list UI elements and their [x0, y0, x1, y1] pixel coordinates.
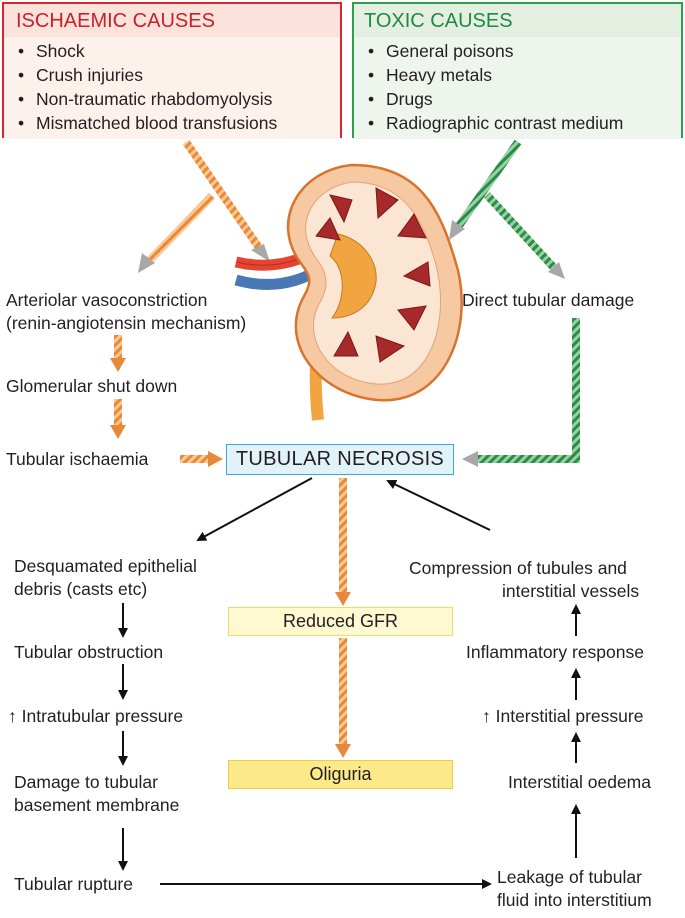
- toxic-cause-item: Heavy metals: [368, 63, 681, 87]
- ischaemic-cause-item: Non-traumatic rhabdomyolysis: [18, 87, 340, 111]
- toxic-cause-item: Drugs: [368, 87, 681, 111]
- kidney-icon: [236, 165, 462, 420]
- vasoconstriction-label-line2: (renin-angiotensin mechanism): [6, 312, 246, 335]
- intratubular-pressure-label: ↑ Intratubular pressure: [8, 705, 183, 728]
- ischaemic-causes-title: ISCHAEMIC CAUSES: [4, 4, 340, 37]
- interstitial-oedema-label: Interstitial oedema: [508, 771, 651, 794]
- ischaemic-causes-box: ISCHAEMIC CAUSES Shock Crush injuries No…: [2, 2, 342, 138]
- toxic-causes-box: TOXIC CAUSES General poisons Heavy metal…: [352, 2, 683, 138]
- toxic-cause-item: General poisons: [368, 39, 681, 63]
- ischaemic-causes-list: Shock Crush injuries Non-traumatic rhabd…: [4, 39, 340, 135]
- basement-damage-label-line2: basement membrane: [14, 794, 179, 817]
- vasoconstriction-label-line1: Arteriolar vasoconstriction: [6, 289, 207, 312]
- tubular-ischaemia-label: Tubular ischaemia: [6, 448, 148, 471]
- toxic-cause-item: Radiographic contrast medium: [368, 111, 681, 135]
- tubular-rupture-label: Tubular rupture: [14, 873, 133, 896]
- reduced-gfr-box: Reduced GFR: [228, 607, 453, 636]
- glomerular-shutdown-label: Glomerular shut down: [6, 375, 177, 398]
- toxic-causes-title: TOXIC CAUSES: [354, 4, 681, 37]
- basement-damage-label-line1: Damage to tubular: [14, 771, 158, 794]
- tubular-necrosis-box: TUBULAR NECROSIS: [226, 444, 454, 475]
- direct-tubular-damage-label: Direct tubular damage: [462, 289, 634, 312]
- interstitial-pressure-label: ↑ Interstitial pressure: [482, 705, 643, 728]
- mechanism-arrows: [123, 478, 576, 884]
- leakage-label-line2: fluid into interstitium: [497, 889, 652, 912]
- compression-label-line1: Compression of tubules and: [409, 557, 627, 580]
- ischaemic-cause-item: Crush injuries: [18, 63, 340, 87]
- ischaemic-cause-item: Shock: [18, 39, 340, 63]
- compression-label-line2: interstitial vessels: [502, 580, 639, 603]
- ischaemic-cause-item: Mismatched blood transfusions: [18, 111, 340, 135]
- epithelial-debris-label-line2: debris (casts etc): [14, 578, 147, 601]
- tubular-obstruction-label: Tubular obstruction: [14, 641, 163, 664]
- inflammatory-response-label: Inflammatory response: [466, 641, 644, 664]
- leakage-label-line1: Leakage of tubular: [497, 866, 642, 889]
- oliguria-box: Oliguria: [228, 760, 453, 789]
- toxic-causes-list: General poisons Heavy metals Drugs Radio…: [354, 39, 681, 135]
- epithelial-debris-label-line1: Desquamated epithelial: [14, 555, 197, 578]
